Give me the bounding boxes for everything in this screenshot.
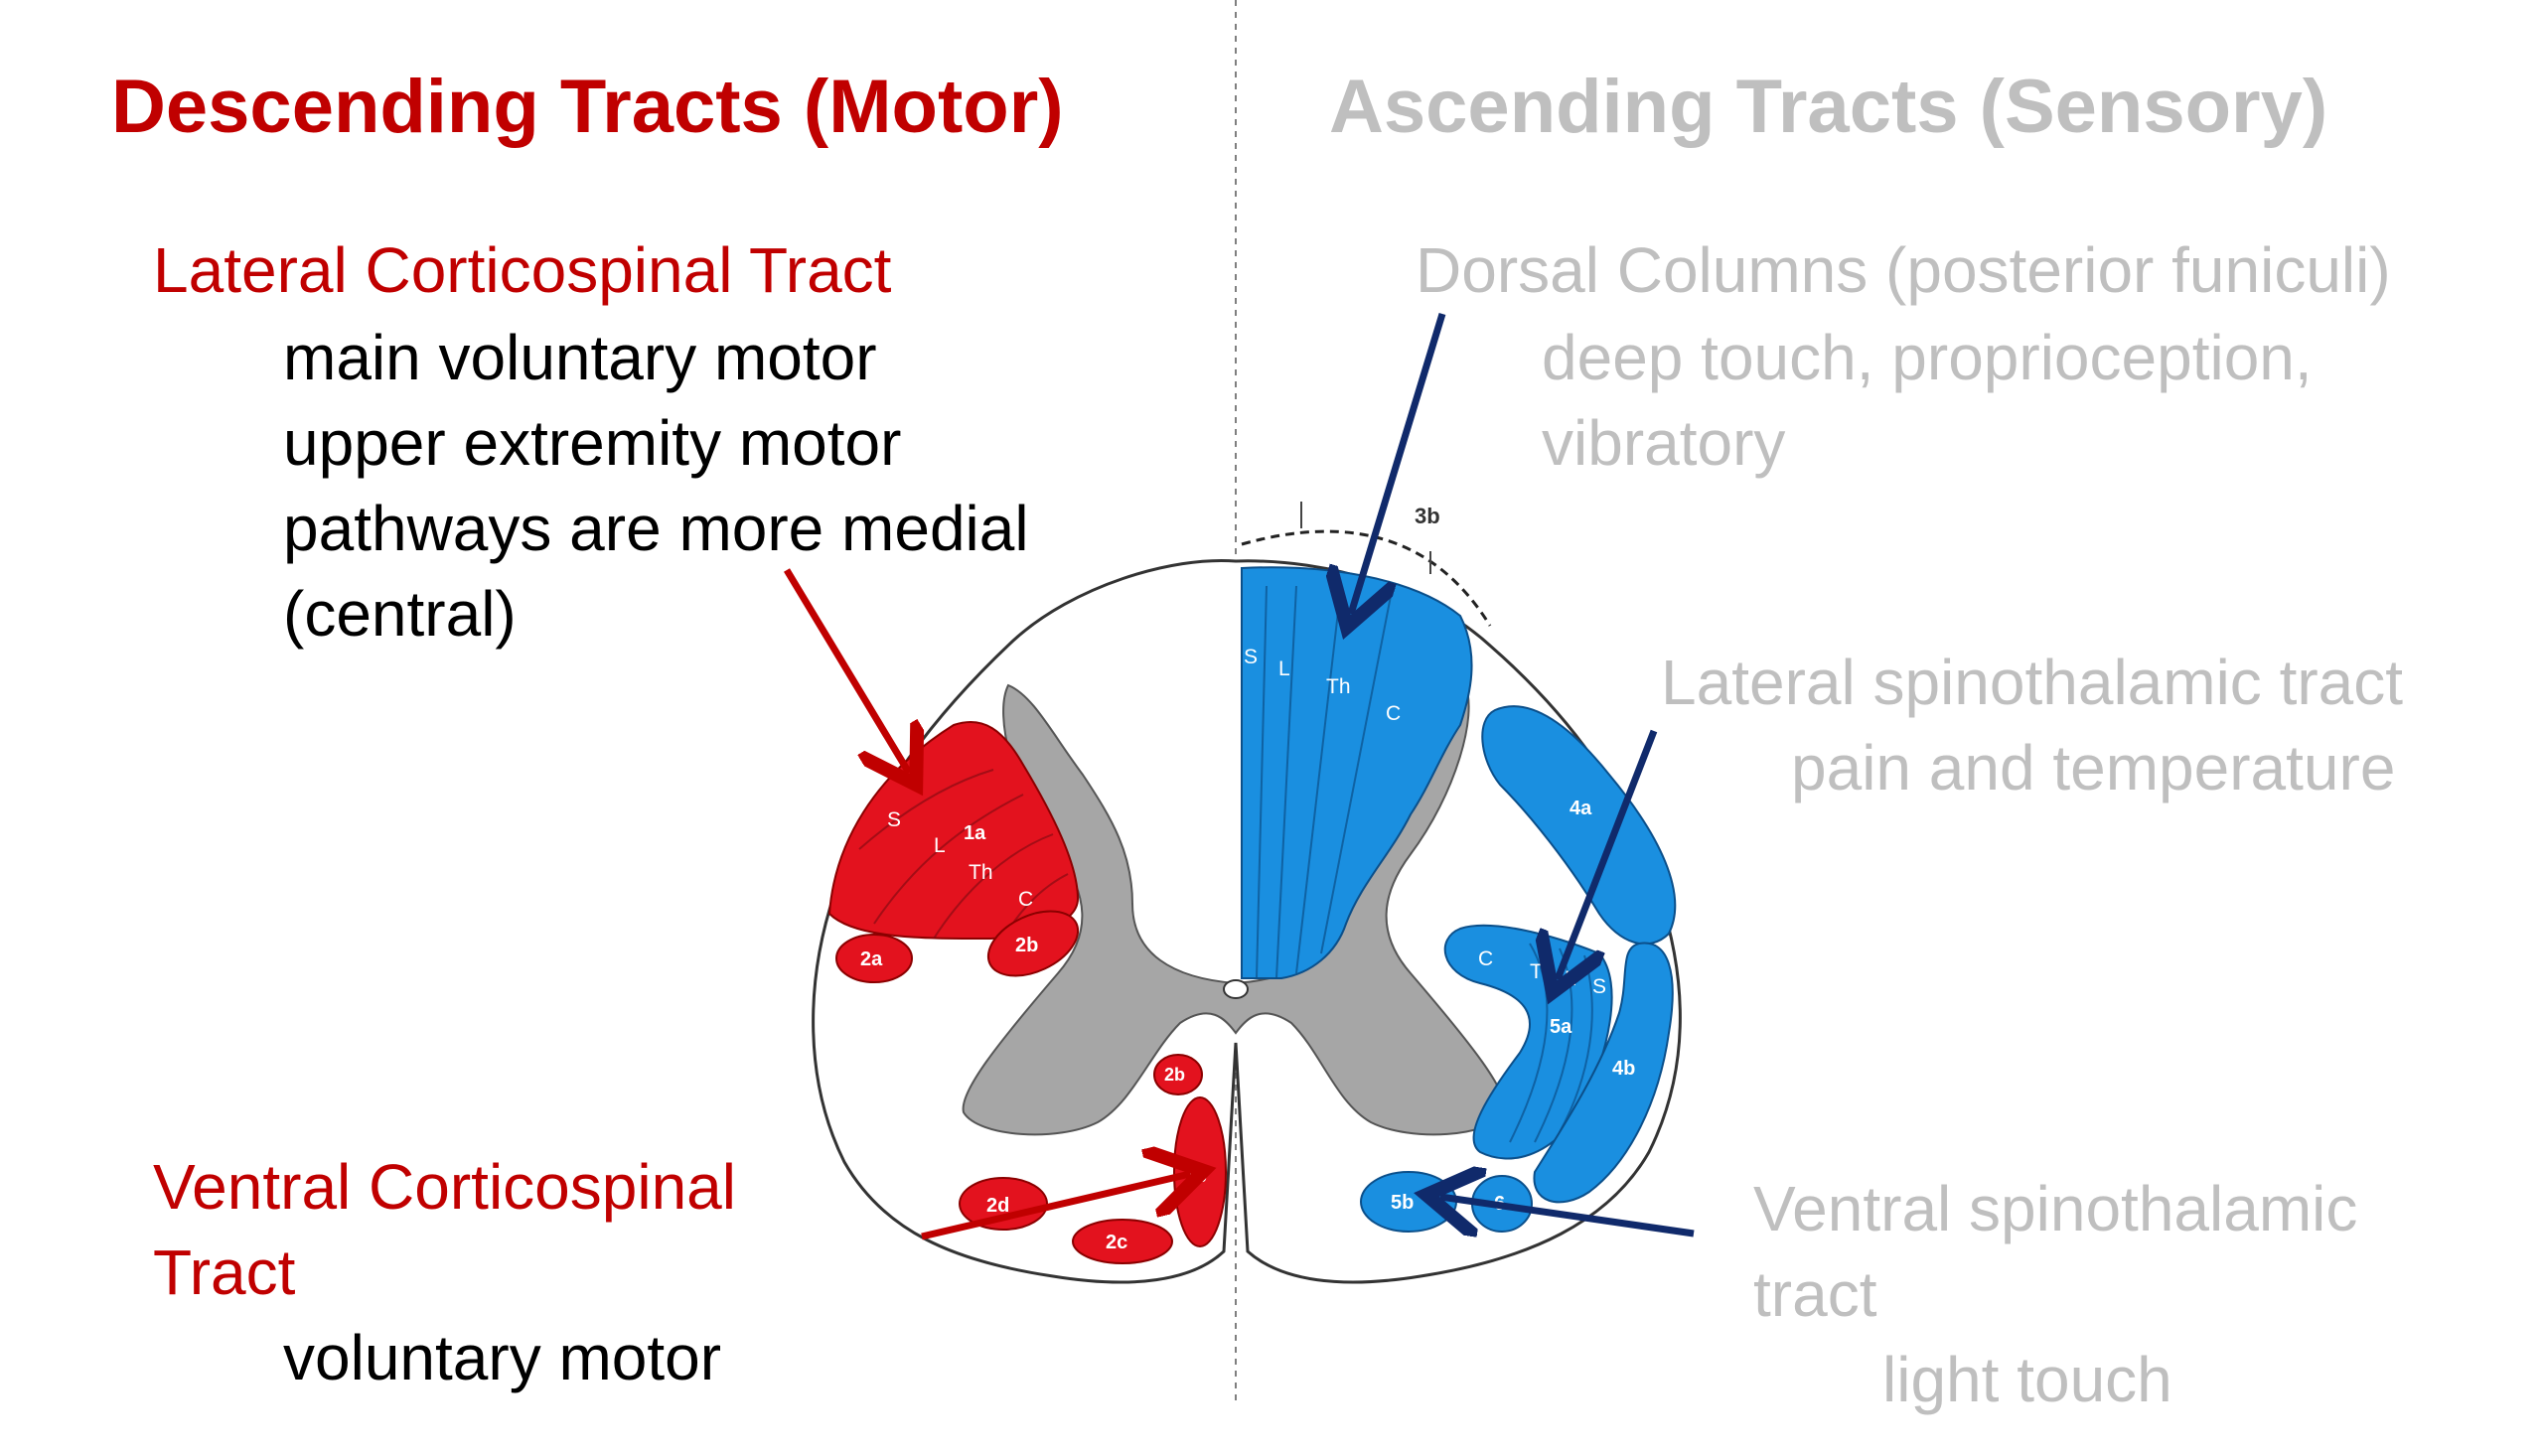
dorsal-root-bracket [1241, 529, 1492, 627]
ventral-cst-line-1: voluntary motor [283, 1322, 722, 1393]
central-canal [1223, 979, 1249, 999]
red-tract-2b-top [986, 910, 1080, 977]
lstt-label-S: S [1592, 975, 1606, 998]
lcst-lamina-2 [873, 794, 1024, 925]
dorsal-lamina-4 [1320, 595, 1392, 954]
arrow-to-lateral-cst [784, 568, 909, 773]
dorsal-label-L: L [1278, 657, 1290, 680]
ventral-stt-title-1: Ventral spinothalamic [1753, 1173, 2358, 1244]
lstt-label-L: L [1565, 967, 1576, 990]
lateral-cst-line-3: pathways are more medial [283, 493, 1029, 564]
blue-label-4b: 4b [1612, 1058, 1635, 1080]
red-tract-2a [835, 934, 913, 983]
dorsal-label-C: C [1386, 702, 1401, 725]
lateral-stt-title: Lateral spinothalamic tract [1661, 647, 2404, 718]
red-label-2b-top: 2b [1015, 935, 1038, 956]
lstt-label-T: T [1530, 960, 1543, 983]
lcst-label-S: S [887, 808, 901, 831]
dorsal-columns-line-1: deep touch, proprioception, [1542, 322, 2313, 393]
blue-label-5a: 5a [1550, 1016, 1572, 1038]
dorsal-lamina-2 [1275, 585, 1297, 979]
lcst-lamina-1 [858, 769, 994, 850]
dorsal-columns-title: Dorsal Columns (posterior funiculi) [1416, 234, 2391, 306]
arrow-to-lateral-stt [1558, 729, 1658, 979]
lateral-cst-title: Lateral Corticospinal Tract [153, 234, 892, 306]
ventral-cst-title-2: Tract [153, 1237, 296, 1308]
dorsal-lamina-3 [1295, 585, 1342, 974]
lcst-label-C: C [1018, 888, 1033, 911]
ventral-cst-title-1: Ventral Corticospinal [153, 1151, 736, 1223]
ventral-stt-title-2: tract [1753, 1258, 1877, 1330]
arrow-to-ventral-stt [1440, 1197, 1695, 1234]
dorsal-label-Th: Th [1326, 675, 1351, 698]
lcst-lamina-3 [933, 833, 1054, 940]
lateral-stt-line-1: pain and temperature [1791, 732, 2396, 803]
lateral-cst-line-4: (central) [283, 578, 517, 650]
lcst-label-Th: Th [969, 861, 993, 884]
red-label-2b-bottom: 2b [1164, 1065, 1185, 1085]
descending-heading: Descending Tracts (Motor) [111, 65, 1064, 149]
blue-tract-4b [1533, 942, 1674, 1204]
lateral-cst-line-1: main voluntary motor [283, 322, 877, 393]
red-tract-2d [959, 1177, 1048, 1231]
arrow-to-dorsal-columns [1351, 312, 1446, 614]
dorsal-lamina-1 [1256, 585, 1268, 979]
lstt-label-C: C [1478, 947, 1493, 970]
arrow-to-ventral-cst [921, 1174, 1190, 1240]
lateral-cst-line-2: upper extremity motor [283, 407, 902, 479]
label-3b: 3b [1415, 504, 1440, 528]
dorsal-columns-line-2: vibratory [1542, 407, 1786, 479]
red-label-2c: 2c [1106, 1232, 1127, 1253]
ventral-stt-line-1: light touch [1882, 1344, 2172, 1415]
red-tract-2c [1072, 1219, 1173, 1264]
blue-label-5b: 5b [1391, 1192, 1414, 1214]
lcst-label-1a: 1a [964, 822, 986, 844]
lcst-label-L: L [934, 834, 946, 857]
ascending-heading: Ascending Tracts (Sensory) [1329, 65, 2328, 149]
dorsal-label-S: S [1244, 646, 1258, 668]
red-tract-2b-bottom [1153, 1054, 1203, 1095]
blue-label-4a: 4a [1570, 798, 1592, 819]
red-label-2d: 2d [986, 1195, 1009, 1217]
red-label-2a: 2a [860, 948, 883, 970]
